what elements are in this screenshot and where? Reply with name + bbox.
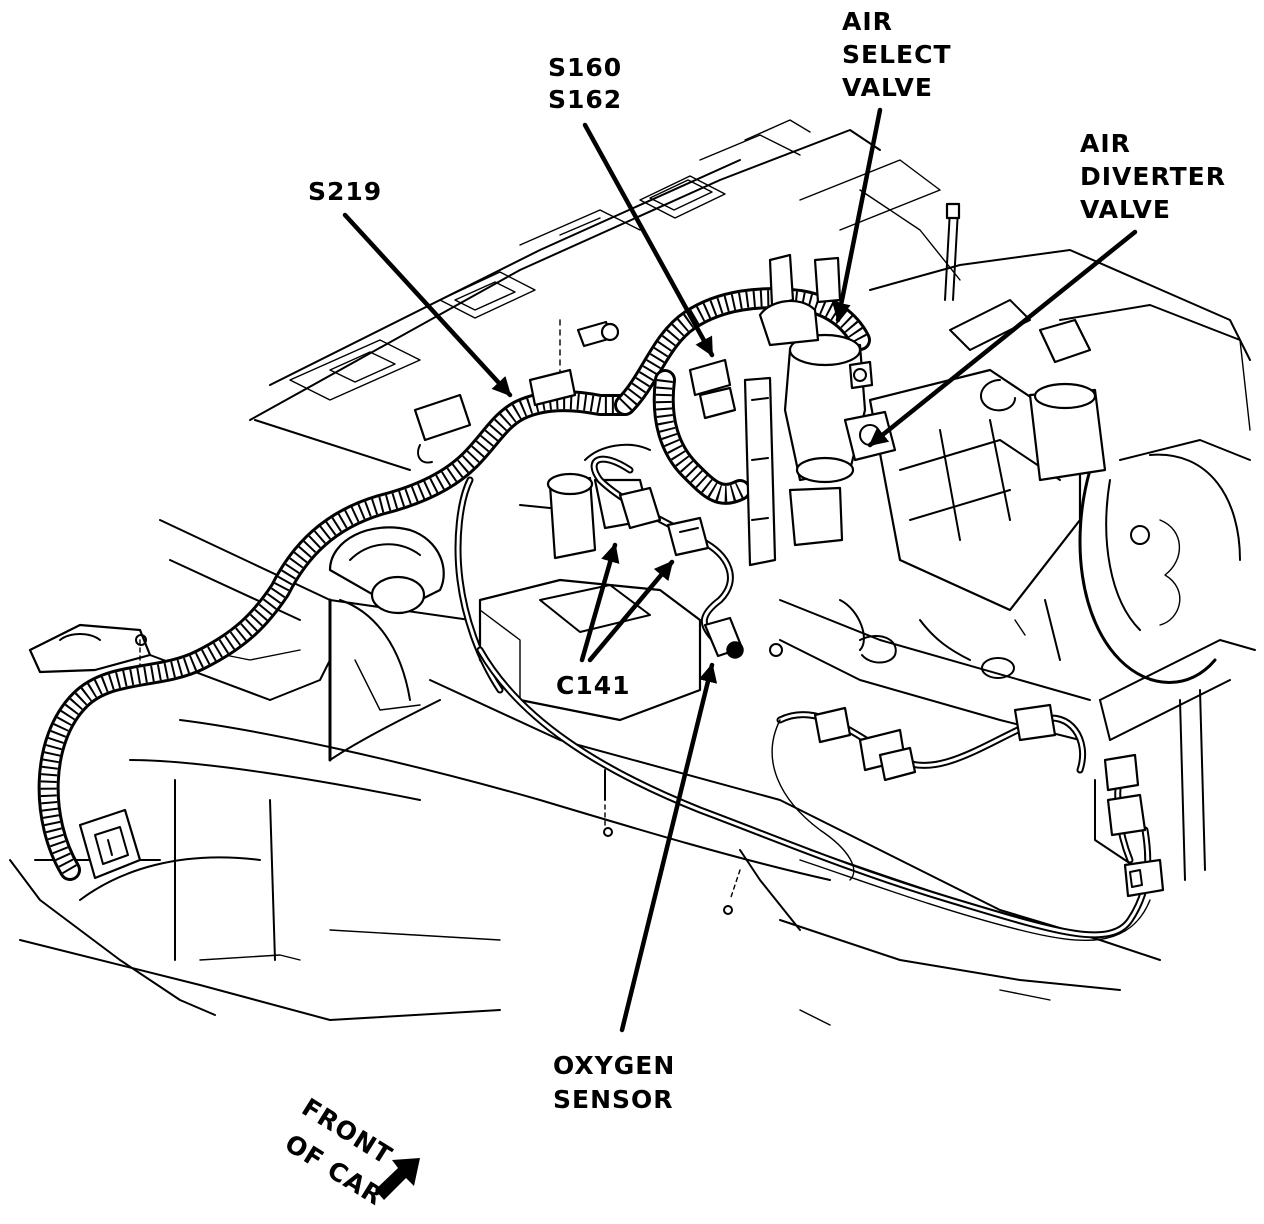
leader-lines [342,107,1138,1033]
c141-leader-left [579,542,620,663]
air-select-valve-leader [832,107,883,323]
air-select-valve [758,253,874,547]
air-diverter-valve [843,410,897,462]
s219-leader [342,212,513,398]
c141-connector [618,486,710,557]
label-air-diverter-2: DIVERTER [1080,162,1226,191]
engine-linework [9,119,1256,1026]
components [78,253,1165,898]
label-oxygen-2: SENSOR [553,1085,674,1114]
callout-labels: S219 S160 S162 AIR SELECT VALVE AIR DIVE… [280,7,1226,1211]
label-air-diverter-3: VALVE [1080,195,1171,224]
label-c141: C141 [556,671,631,700]
air-diverter-valve-leader [867,229,1138,448]
label-air-select-1: AIR [842,7,893,36]
label-s160: S160 [548,53,622,82]
s160-s162-leader [582,122,715,358]
label-oxygen-1: OXYGEN [553,1051,675,1080]
label-air-select-3: VALVE [842,73,933,102]
c141-leader-right [587,559,675,663]
label-air-diverter-1: AIR [1080,129,1131,158]
label-air-select-2: SELECT [842,40,952,69]
oxygen-sensor [703,616,744,659]
front-direction-arrow-icon [375,1158,420,1200]
oxygen-sensor-leader [619,662,718,1033]
label-s219: S219 [308,177,382,206]
label-s162: S162 [548,85,622,114]
